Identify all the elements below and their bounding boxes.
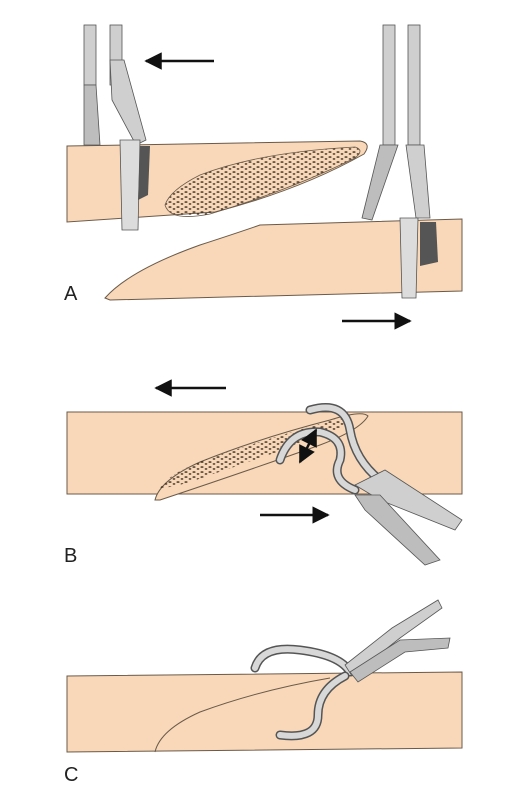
lower-bone-fragment: [104, 218, 463, 301]
bone-reduced-c: [66, 671, 463, 753]
double-arrow-b: [298, 428, 318, 464]
right-reduction-forceps: [361, 24, 438, 299]
fracture-line-c: [154, 677, 331, 753]
marrow-area: [164, 146, 361, 217]
panel-c: [66, 599, 463, 753]
panel-label-b: B: [64, 545, 78, 567]
panel-label-a: A: [64, 283, 78, 305]
panel-a: [66, 24, 463, 330]
panel-label-c: C: [64, 764, 79, 786]
left-reduction-forceps: [83, 24, 150, 231]
bone-holding-clamp-c: [250, 599, 451, 741]
panel-b: [66, 379, 463, 566]
bone-holding-clamp-b: [275, 403, 463, 566]
